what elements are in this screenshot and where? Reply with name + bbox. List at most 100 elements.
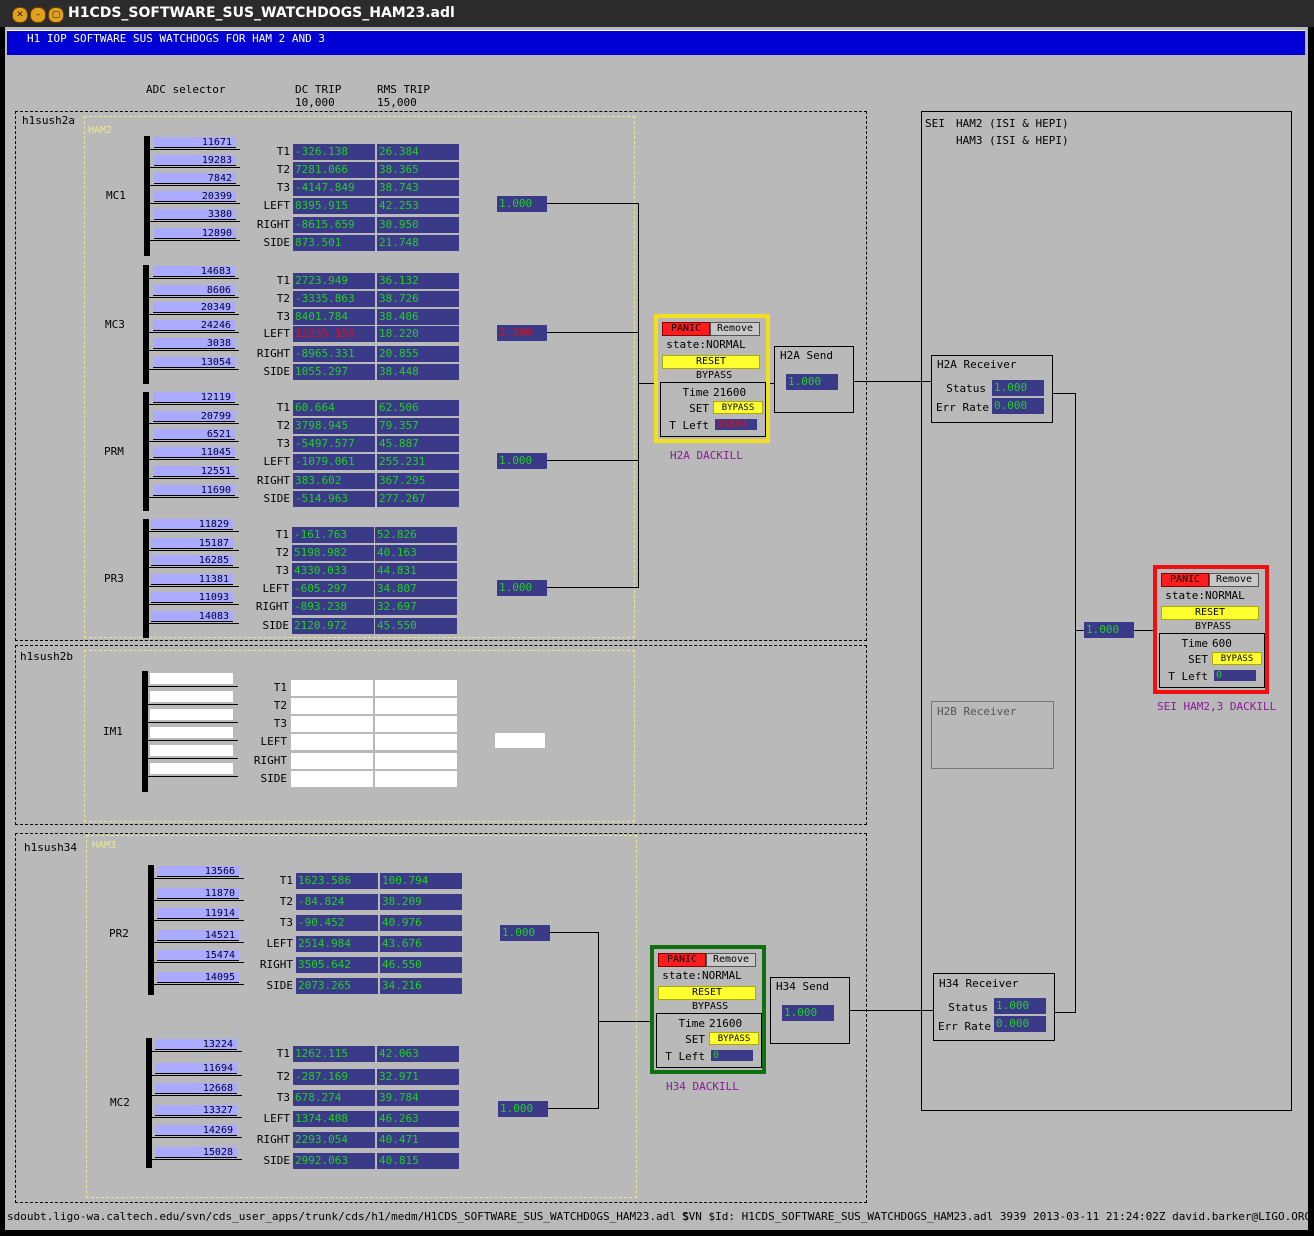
im1-adc-selector[interactable] [150, 763, 233, 774]
mc3-adc-selector[interactable]: 13054 [153, 357, 235, 368]
maximize-icon[interactable]: ▢ [48, 7, 64, 23]
mc3-adc-selector[interactable]: 14683 [153, 266, 235, 277]
row-label: T2 [275, 546, 289, 559]
mc3-adc-selector[interactable]: 24246 [153, 320, 235, 331]
bypass-label: BYPASS [692, 1001, 729, 1012]
mc2-adc-selector[interactable]: 14269 [155, 1125, 237, 1136]
panic-button[interactable]: PANIC [1161, 573, 1209, 587]
prm-adc-selector[interactable]: 20799 [153, 411, 235, 422]
set-bypass-button[interactable]: BYPASS [1212, 652, 1262, 665]
prm-adc-selector[interactable]: 11690 [153, 485, 235, 496]
adc-underline [149, 369, 239, 370]
mc1-rms-value: 26.384 [377, 144, 459, 160]
panic-button[interactable]: PANIC [662, 322, 710, 336]
im1-dc-value [291, 753, 373, 769]
reset-button[interactable]: RESET [1161, 606, 1259, 620]
row-label: T3 [273, 717, 287, 730]
mc1-adc-selector[interactable]: 7842 [154, 173, 236, 184]
row-label: T3 [276, 310, 290, 323]
im1-rms-value [375, 698, 457, 714]
mc2-adc-bar [146, 1038, 152, 1168]
pr2-rms-value: 43.676 [380, 936, 462, 952]
im1-rms-value [375, 680, 457, 696]
pr3-rms-value: 44.831 [375, 563, 457, 579]
pr3-rms-value: 45.550 [375, 618, 457, 634]
pr2-adc-selector[interactable]: 13566 [157, 866, 239, 877]
time-label: Time [682, 386, 710, 399]
adc-underline [154, 878, 244, 879]
mc3-adc-selector[interactable]: 8606 [153, 285, 235, 296]
minimize-icon[interactable]: – [30, 7, 46, 23]
mc1-adc-selector[interactable]: 3380 [154, 209, 236, 220]
mc2-rms-value: 46.263 [377, 1111, 459, 1127]
remove-button[interactable]: Remove [706, 953, 756, 967]
pr3-adc-selector[interactable]: 16285 [151, 555, 233, 566]
im1-adc-selector[interactable] [150, 727, 233, 738]
set-bypass-button[interactable]: BYPASS [709, 1032, 759, 1045]
pr3-adc-selector[interactable]: 14083 [151, 611, 233, 622]
adc-underline [149, 550, 239, 551]
mc1-adc-selector[interactable]: 11671 [154, 137, 236, 148]
im1-adc-selector[interactable] [150, 709, 233, 720]
mc2-adc-selector[interactable]: 11694 [155, 1063, 237, 1074]
mc1-adc-selector[interactable]: 19283 [154, 155, 236, 166]
prm-adc-selector[interactable]: 11045 [153, 447, 235, 458]
rms-trip-value: 15,000 [377, 96, 417, 109]
pr3-adc-selector[interactable]: 11093 [151, 592, 233, 603]
row-label: RIGHT [256, 347, 290, 360]
adc-underline [152, 1051, 242, 1052]
adc-underline [150, 167, 240, 168]
prm-dc-value: 3798.945 [293, 418, 375, 434]
im1-adc-selector[interactable] [150, 673, 233, 684]
pr2-dc-value: 2073.265 [296, 978, 378, 994]
mc3-adc-selector[interactable]: 20349 [153, 302, 235, 313]
mc2-adc-selector[interactable]: 13224 [155, 1039, 237, 1050]
mc3-dc-value: 8401.784 [293, 309, 375, 325]
h2a-send-value: 1.000 [786, 374, 838, 390]
mc2-dc-value: -287.169 [293, 1069, 375, 1085]
sei-box [921, 111, 1292, 1111]
mc2-adc-selector[interactable]: 12668 [155, 1083, 237, 1094]
mc1-adc-selector[interactable]: 20399 [154, 191, 236, 202]
prm-adc-selector[interactable]: 12119 [153, 392, 235, 403]
row-label: SIDE [263, 365, 291, 378]
reset-button[interactable]: RESET [662, 355, 760, 369]
im1-adc-selector[interactable] [150, 691, 233, 702]
adc-underline [149, 604, 239, 605]
mc2-dc-value: 678.274 [293, 1090, 375, 1106]
remove-button[interactable]: Remove [1209, 573, 1259, 587]
prm-rms-value: 62.506 [377, 400, 459, 416]
mc2-adc-selector[interactable]: 13327 [155, 1105, 237, 1116]
prm-adc-selector[interactable]: 6521 [153, 429, 235, 440]
mc1-adc-selector[interactable]: 12890 [154, 228, 236, 239]
im1-adc-selector[interactable] [150, 745, 233, 756]
tleft-value: 0 [1214, 670, 1256, 681]
pr2-adc-selector[interactable]: 14095 [157, 972, 239, 983]
set-bypass-button[interactable]: BYPASS [713, 401, 763, 414]
pr2-adc-selector[interactable]: 14521 [157, 930, 239, 941]
pr3-adc-selector[interactable]: 11381 [151, 574, 233, 585]
pr2-rms-value: 46.550 [380, 957, 462, 973]
prm-rms-value: 277.267 [377, 491, 459, 507]
row-label: T2 [276, 1070, 290, 1083]
mc2-dc-value: 2992.063 [293, 1153, 375, 1169]
time-value: 600 [1212, 637, 1232, 650]
close-icon[interactable]: ✕ [12, 7, 28, 23]
pr3-adc-selector[interactable]: 11829 [151, 519, 233, 530]
pr2-adc-selector[interactable]: 11870 [157, 888, 239, 899]
mc2-adc-selector[interactable]: 15028 [155, 1147, 237, 1158]
prm-adc-selector[interactable]: 12551 [153, 466, 235, 477]
row-label: RIGHT [256, 1133, 290, 1146]
pr2-adc-selector[interactable]: 11914 [157, 908, 239, 919]
reset-button[interactable]: RESET [658, 986, 756, 1000]
window-title: H1CDS_SOFTWARE_SUS_WATCHDOGS_HAM23.adl [68, 5, 455, 21]
mc3-adc-selector[interactable]: 3038 [153, 338, 235, 349]
remove-button[interactable]: Remove [710, 322, 760, 336]
pr2-adc-selector[interactable]: 15474 [157, 950, 239, 961]
panic-button[interactable]: PANIC [658, 953, 706, 967]
pr3-adc-selector[interactable]: 15187 [151, 538, 233, 549]
mc2-rms-value: 39.784 [377, 1090, 459, 1106]
set-label: SET [685, 1033, 705, 1046]
row-label: SIDE [263, 1154, 291, 1167]
im1-trip-output [495, 733, 545, 748]
